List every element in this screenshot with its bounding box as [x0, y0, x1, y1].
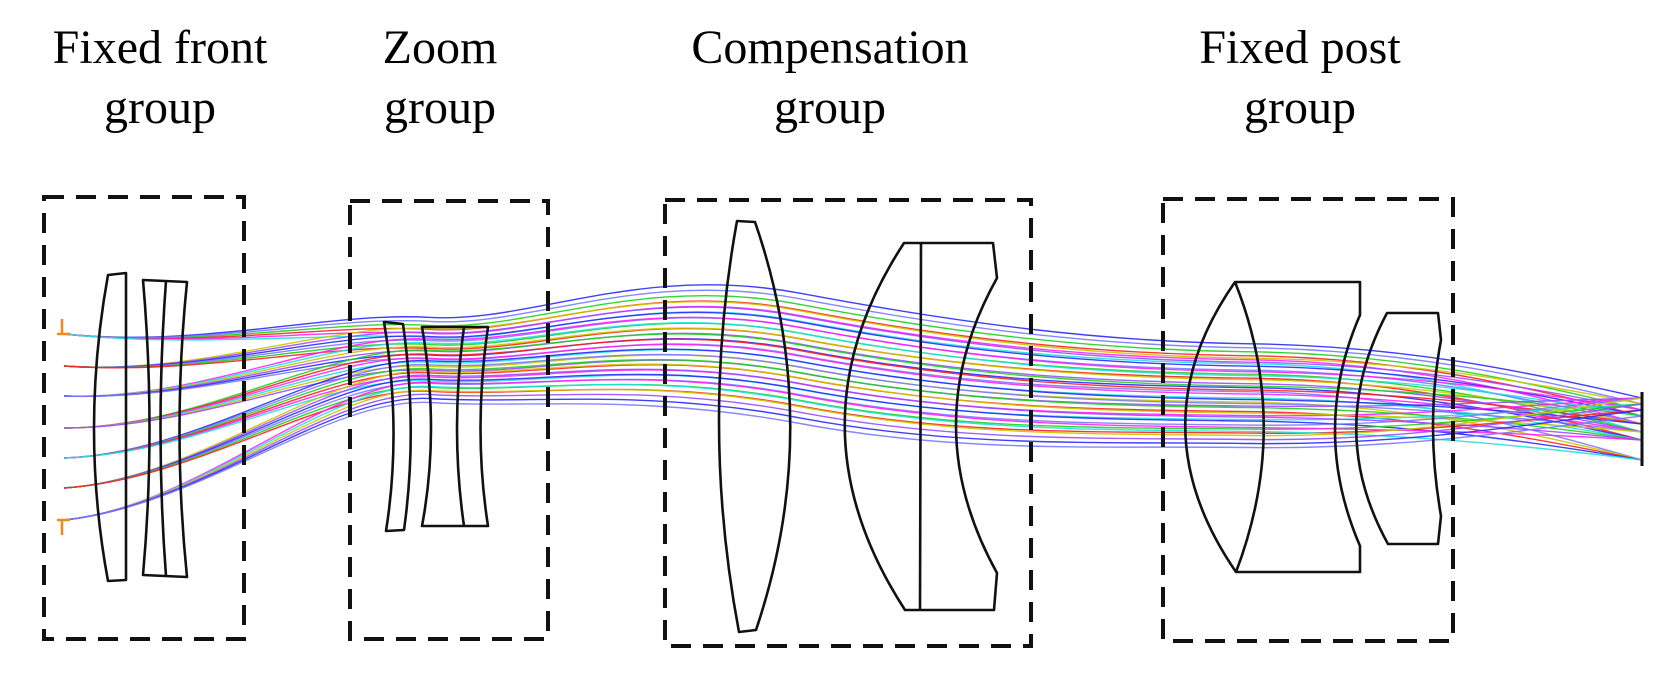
- group-label-line2: group: [384, 81, 496, 134]
- front-lens-1: [92, 271, 128, 583]
- post-group-box: [1161, 197, 1455, 643]
- group-label-line1: Compensation: [691, 21, 969, 74]
- group-label-line1: Fixed front: [52, 21, 268, 74]
- zoom-group-box: [348, 199, 550, 641]
- ray-path: [63, 311, 1643, 417]
- ray-path: [63, 378, 1643, 521]
- zoom-lens-2: [420, 325, 490, 528]
- ray-path: [63, 289, 1643, 405]
- zoom-lens-1: [382, 320, 413, 533]
- ray-path: [63, 343, 1643, 461]
- field-marker-top: [57, 319, 70, 336]
- post-lens-1: [1184, 280, 1362, 574]
- compensation-lens-2-cement: [918, 242, 923, 611]
- ray-path: [63, 306, 1643, 411]
- post-lens-2: [1354, 311, 1443, 546]
- ray-path: [63, 348, 1643, 459]
- group-label-line2: group: [1244, 81, 1356, 134]
- group-label-line1: Zoom: [382, 21, 498, 74]
- compensation-lens-1: [717, 219, 792, 634]
- ray-path: [63, 383, 1643, 489]
- zoom-lens-2-cement: [455, 326, 466, 527]
- ray-path: [63, 363, 1643, 489]
- front-group-box: [42, 195, 246, 641]
- group-label-line2: group: [774, 81, 886, 134]
- compensation-lens-2: [843, 241, 999, 612]
- ray-path: [63, 294, 1643, 411]
- ray-path: [63, 343, 1643, 433]
- group-label-zoom: Zoom group: [320, 18, 560, 138]
- group-label-fixed-front: Fixed front group: [10, 18, 310, 138]
- ray-path: [63, 368, 1643, 489]
- group-label-line2: group: [104, 81, 216, 134]
- group-label-compensation: Compensation group: [660, 18, 1000, 138]
- ray-path: [63, 321, 1643, 417]
- ray-path: [63, 338, 1643, 429]
- ray-path: [63, 397, 1643, 521]
- front-lens-2-cement: [159, 280, 168, 577]
- field-marker-bottom: [57, 518, 70, 535]
- ray-path: [63, 301, 1643, 405]
- group-label-line1: Fixed post: [1199, 21, 1401, 74]
- front-lens-2: [141, 278, 189, 579]
- ray-path: [63, 393, 1643, 521]
- ray-path: [63, 378, 1643, 489]
- ray-path: [63, 401, 1643, 521]
- ray-path: [63, 316, 1643, 411]
- ray-path: [63, 327, 1643, 425]
- ray-path: [63, 388, 1643, 521]
- ray-bundle: [63, 284, 1643, 521]
- ray-path: [63, 358, 1643, 459]
- ray-path: [63, 353, 1643, 459]
- compensation-group-box: [663, 198, 1033, 648]
- ray-path: [63, 284, 1643, 399]
- group-label-fixed-post: Fixed post group: [1150, 18, 1450, 138]
- ray-path: [63, 333, 1643, 429]
- post-lens-1-cement: [1233, 281, 1266, 573]
